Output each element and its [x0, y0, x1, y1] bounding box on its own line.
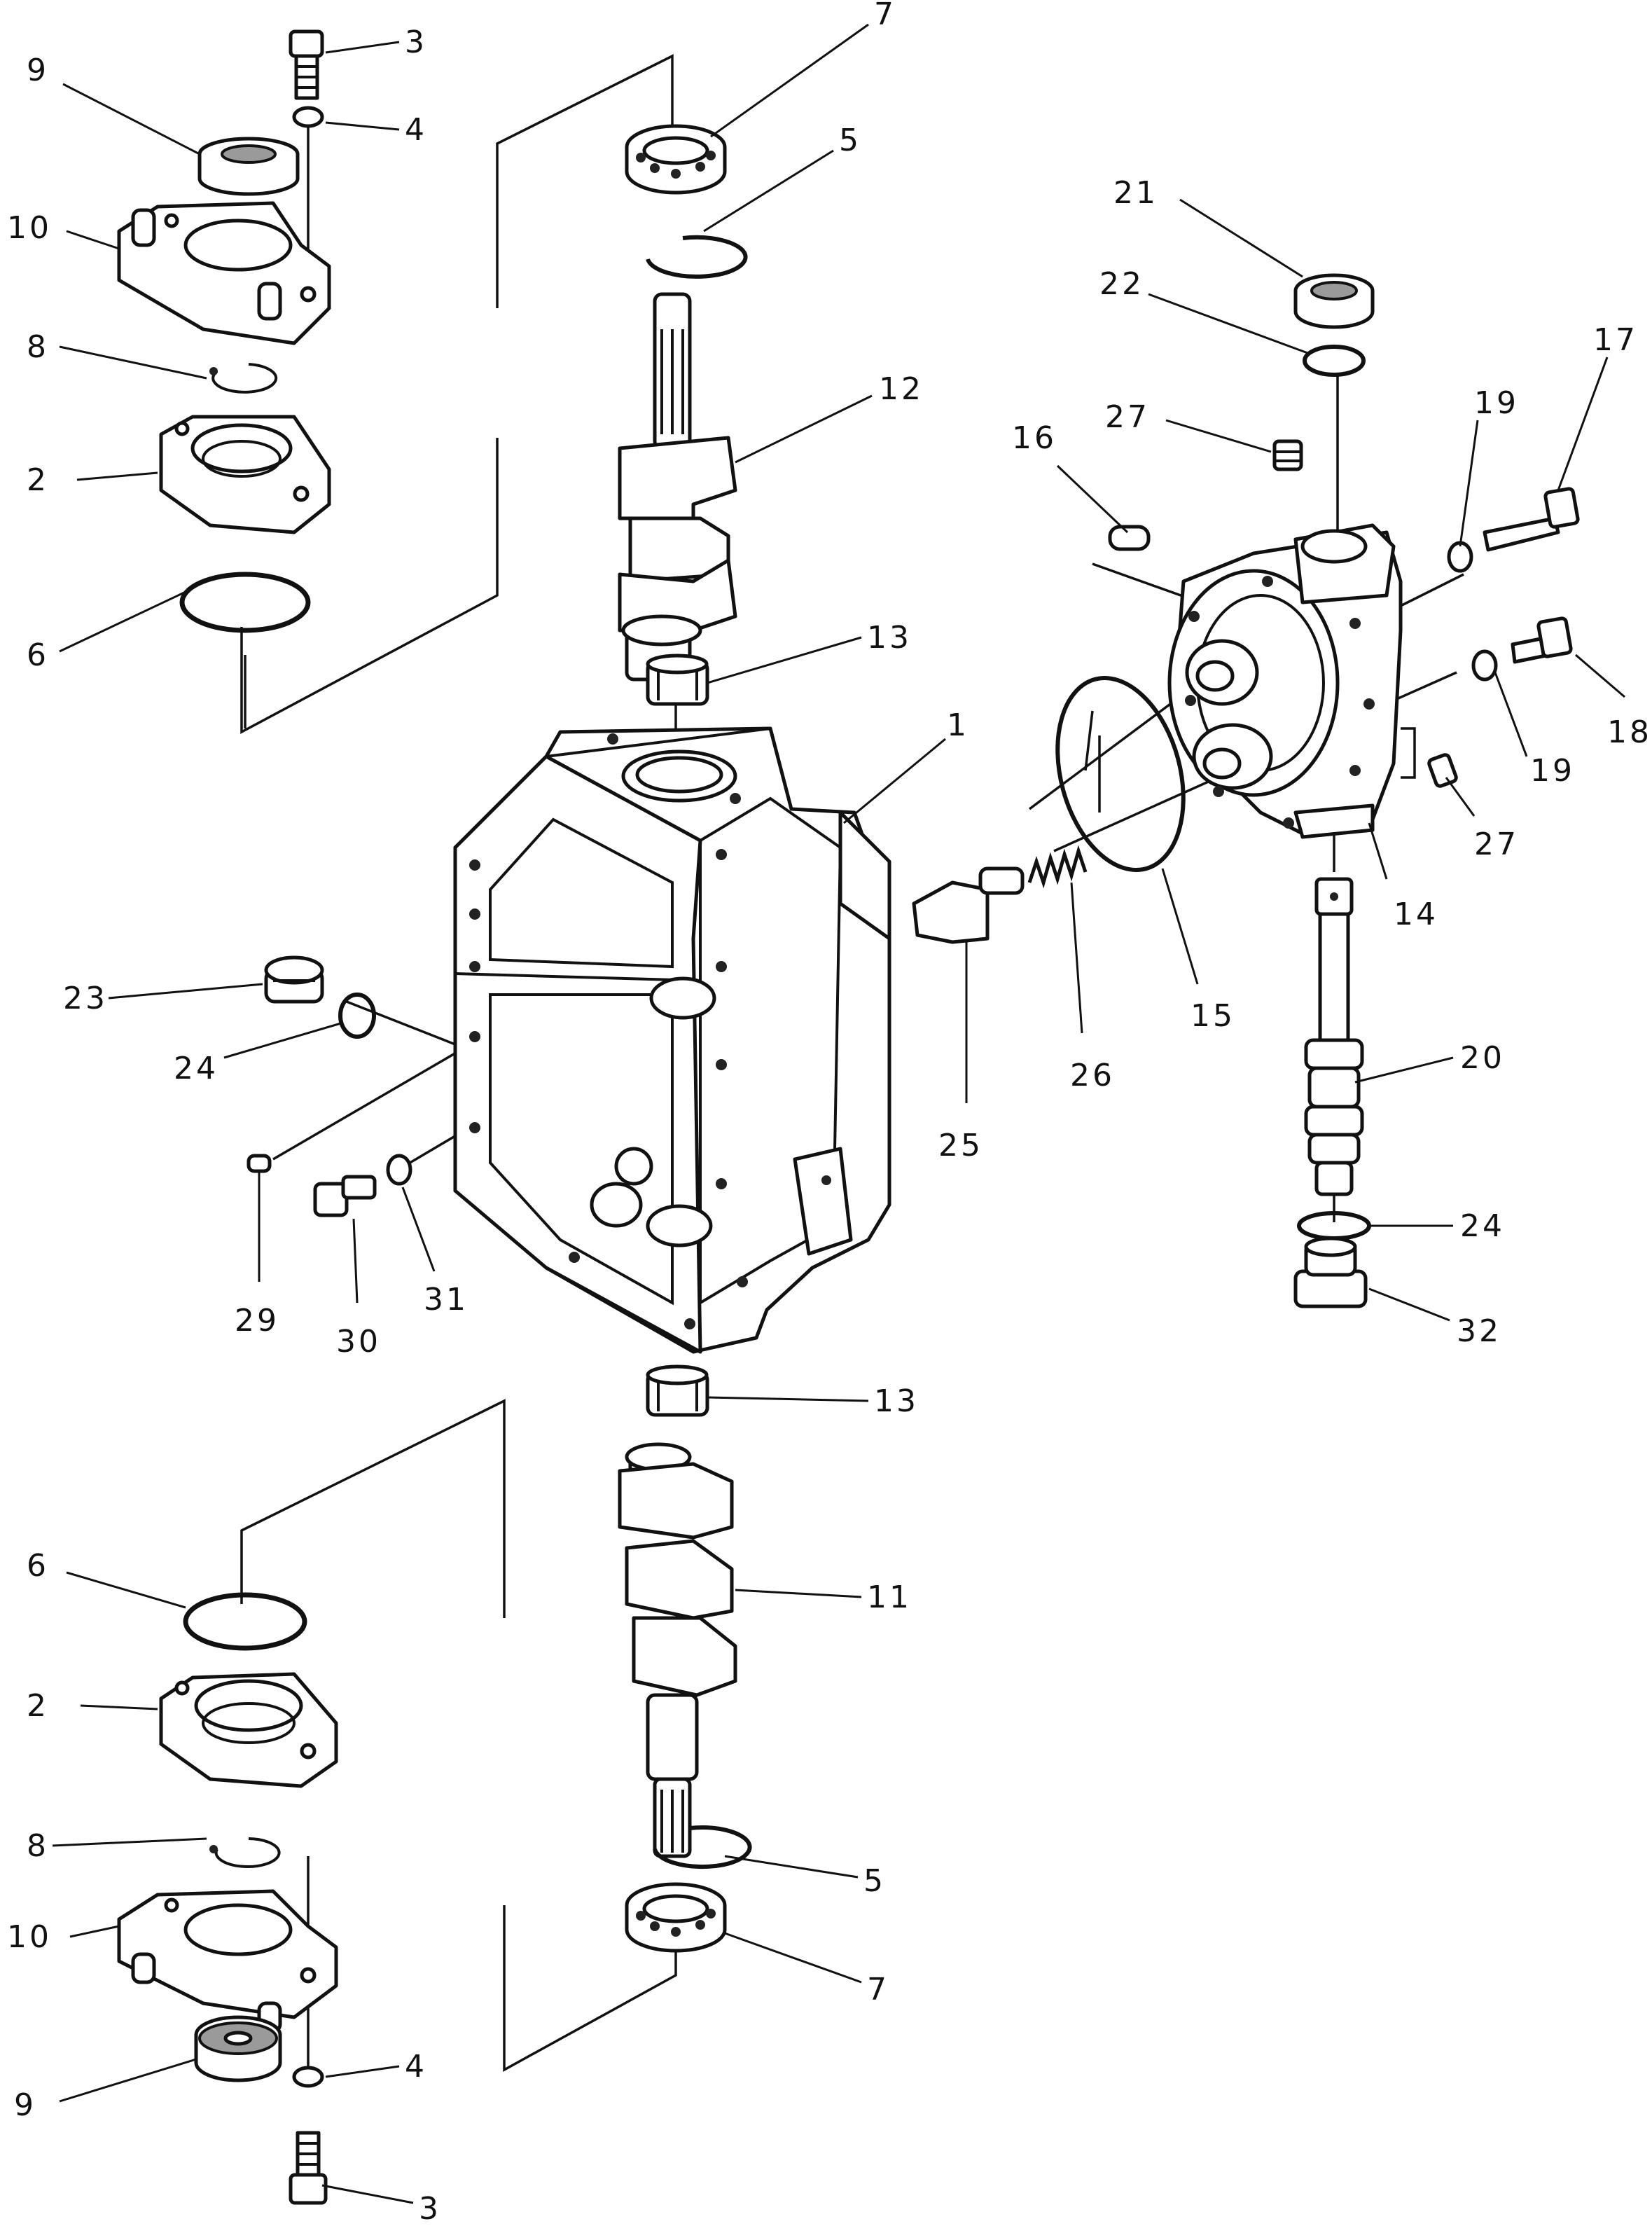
- washer-19-top: [1447, 541, 1473, 573]
- callout-2: 2: [27, 1688, 49, 1724]
- oil-seal-upper: [197, 137, 300, 196]
- oil-seal-lower: [194, 2015, 282, 2082]
- callout-30: 30: [336, 1324, 381, 1360]
- callout-6: 6: [27, 1548, 49, 1584]
- oil-seal-right: [1293, 273, 1375, 329]
- callout-3: 3: [419, 2191, 441, 2226]
- bolt-17: [1483, 487, 1580, 552]
- needle-bearing-upper: [646, 654, 709, 706]
- retainer-upper: [159, 415, 331, 534]
- plug-32: [1293, 1236, 1368, 1308]
- callout-12: 12: [879, 371, 924, 407]
- callout-8: 8: [27, 329, 49, 365]
- camshaft-lower: [618, 1442, 737, 1858]
- cover-plate-lower: [117, 1889, 338, 2033]
- callout-24: 24: [1460, 1208, 1505, 1244]
- callout-22: 22: [1099, 266, 1144, 302]
- callout-7: 7: [874, 0, 896, 32]
- o-ring-right-top: [1303, 345, 1366, 377]
- plug-23: [264, 955, 324, 1004]
- callout-6: 6: [27, 637, 49, 673]
- callout-20: 20: [1460, 1040, 1505, 1076]
- callout-13: 13: [867, 620, 912, 656]
- pump-body: [1167, 523, 1403, 839]
- callout-17: 17: [1593, 322, 1638, 358]
- callout-5: 5: [839, 123, 861, 158]
- bolt-lower: [289, 2131, 328, 2205]
- callout-8: 8: [27, 1828, 49, 1864]
- callout-7: 7: [867, 1972, 889, 2007]
- bolt-upper: [289, 29, 324, 100]
- pin-16: [1108, 525, 1151, 551]
- callout-1: 1: [947, 707, 969, 743]
- callout-4: 4: [405, 2049, 427, 2085]
- callout-10: 10: [7, 1919, 52, 1955]
- callout-labels: 1 2 2 3 3 4 4 5 5 6 6 7 7 8 8 9 9 10 10 …: [7, 0, 1652, 2226]
- plug-27-side: [1427, 753, 1458, 788]
- washer-19-bottom: [1471, 649, 1498, 682]
- callout-25: 25: [938, 1128, 983, 1163]
- o-ring-upper: [179, 572, 311, 633]
- gear-housing: [453, 726, 891, 1354]
- callout-23: 23: [63, 981, 108, 1016]
- ball-bearing-lower: [625, 1882, 727, 1953]
- callout-16: 16: [1012, 420, 1057, 456]
- plug-27-top: [1272, 439, 1303, 471]
- callout-15: 15: [1191, 998, 1235, 1034]
- callout-10: 10: [7, 210, 52, 246]
- callout-19: 19: [1530, 753, 1575, 789]
- snap-ring-upper-shaft: [646, 235, 748, 279]
- callout-26: 26: [1070, 1058, 1115, 1093]
- shaft-20: [1304, 877, 1364, 1196]
- callout-27: 27: [1474, 827, 1519, 862]
- callout-27: 27: [1105, 399, 1150, 435]
- callout-11: 11: [867, 1579, 912, 1615]
- retainer-lower: [159, 1672, 338, 1788]
- spring-26: [1027, 845, 1088, 889]
- callout-19: 19: [1474, 385, 1519, 421]
- washer-lower: [292, 2066, 324, 2088]
- callout-18: 18: [1607, 714, 1652, 750]
- o-ring-15: [1055, 675, 1186, 873]
- callout-2: 2: [27, 462, 49, 498]
- o-ring-lower: [183, 1592, 307, 1651]
- callout-21: 21: [1113, 175, 1158, 211]
- callout-9: 9: [14, 2087, 36, 2123]
- leader-lines: [52, 23, 1625, 2204]
- bolt-18: [1511, 616, 1573, 664]
- callout-14: 14: [1394, 897, 1438, 932]
- washer-31: [386, 1154, 412, 1186]
- callout-4: 4: [405, 112, 427, 148]
- cover-plate-upper: [117, 201, 331, 345]
- camshaft-upper: [618, 292, 737, 682]
- callout-31: 31: [424, 1282, 468, 1318]
- snap-ring-lower: [209, 1837, 281, 1868]
- callout-32: 32: [1457, 1313, 1501, 1349]
- callout-3: 3: [405, 25, 427, 60]
- snap-ring-upper: [209, 363, 278, 394]
- callout-24: 24: [174, 1051, 218, 1086]
- callout-9: 9: [27, 53, 49, 88]
- pin-29: [247, 1154, 272, 1173]
- needle-bearing-lower: [646, 1364, 709, 1417]
- callout-13: 13: [874, 1383, 919, 1419]
- ball-bearing-upper: [625, 124, 727, 195]
- callout-5: 5: [863, 1863, 886, 1899]
- valve-25: [912, 866, 1025, 944]
- o-ring-24-left: [338, 993, 376, 1039]
- callout-29: 29: [235, 1303, 279, 1339]
- bolt-30: [313, 1175, 377, 1217]
- washer-upper: [292, 106, 324, 128]
